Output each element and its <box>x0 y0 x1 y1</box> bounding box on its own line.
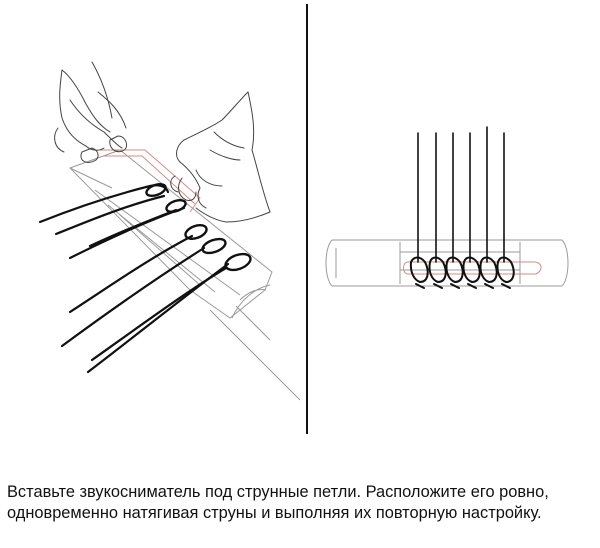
left-hand-sketch <box>54 61 127 163</box>
tie-block-cylinder <box>325 239 569 287</box>
right-hand-sketch <box>170 91 271 223</box>
right-panel-pickup-under-loops <box>325 126 569 289</box>
strings-left <box>38 184 230 374</box>
strings-right <box>417 126 505 263</box>
instruction-caption: Вставьте звукосниматель под струнные пет… <box>7 483 549 522</box>
pickup-strip-right <box>403 261 542 275</box>
pickup-strip-left <box>100 149 201 213</box>
instruction-illustration <box>38 4 569 434</box>
string-loops-left <box>145 182 252 272</box>
bridge-tie-block <box>69 149 301 401</box>
left-panel-hands-installing-pickup <box>38 61 301 401</box>
string-knots-right <box>409 256 515 289</box>
